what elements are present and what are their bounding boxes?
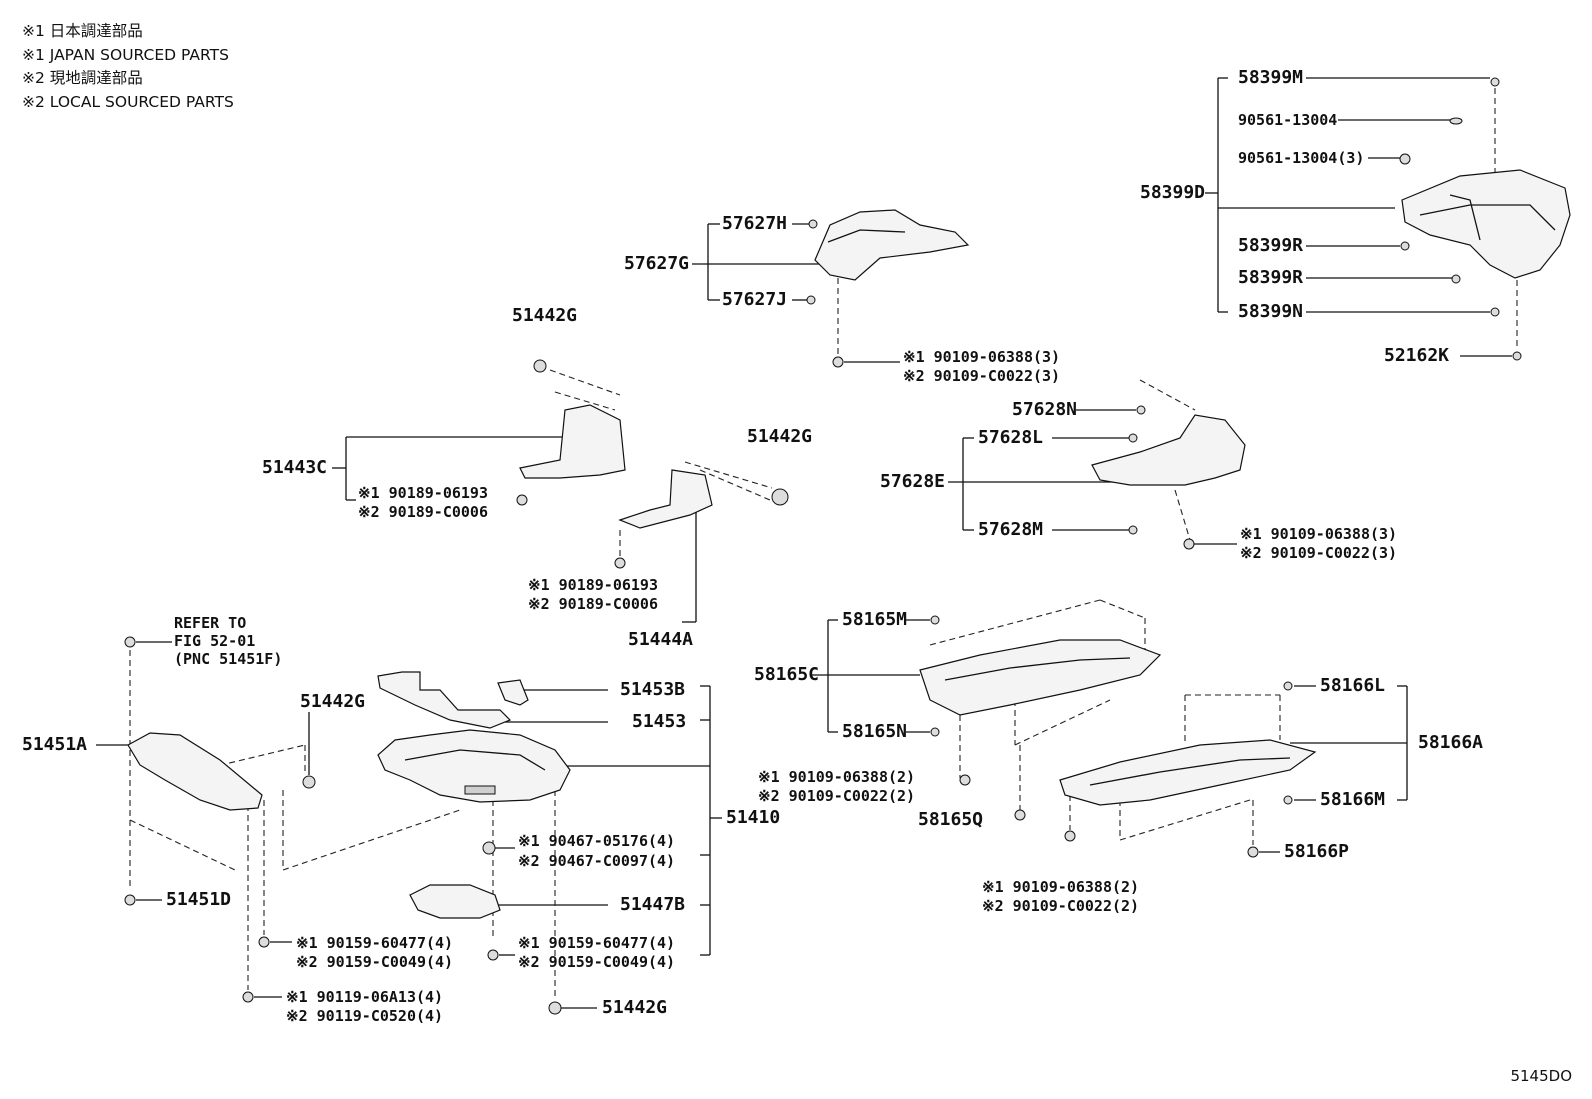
panel-51453-shape <box>377 671 512 729</box>
label-57628-bolt-local: ※2 90109-C0022(3) <box>1240 544 1398 562</box>
label-58166a: 58166A <box>1418 732 1484 753</box>
label-57627j: 57627J <box>722 289 788 310</box>
label-51442g-b: 51442G <box>747 426 813 447</box>
label-refer-fig: FIG 52-01 <box>174 632 256 650</box>
group-51443c <box>332 359 626 506</box>
group-58399 <box>1205 77 1571 361</box>
label-58399d: 58399D <box>1140 182 1206 203</box>
cover-51443c-shape <box>519 404 626 479</box>
legend: ※1 日本調達部品 ※1 JAPAN SOURCED PARTS ※2 現地調達… <box>22 20 234 114</box>
label-90119-jp: ※1 90119-06A13(4) <box>286 988 444 1006</box>
label-58399r-a: 58399R <box>1238 235 1304 256</box>
label-51410: 51410 <box>726 807 781 828</box>
label-57627g: 57627G <box>624 253 690 274</box>
label-refer-pnc: (PNC 51451F) <box>174 650 283 668</box>
group-51410 <box>377 671 722 1015</box>
cover-51444a-shape <box>618 469 713 529</box>
label-refer-to: REFER TO <box>174 614 247 632</box>
panel-51453b-shape <box>497 679 529 706</box>
legend-local-jp: ※2 現地調達部品 <box>22 69 143 87</box>
label-90159-left-local: ※2 90159-C0049(4) <box>296 953 454 971</box>
group-58166a <box>1059 681 1408 858</box>
label-57628n: 57628N <box>1012 399 1078 420</box>
label-90159-right-local: ※2 90159-C0049(4) <box>518 953 676 971</box>
label-51442g-c: 51442G <box>300 691 366 712</box>
label-51444-clip-jp: ※1 90189-06193 <box>528 576 658 594</box>
label-52162k: 52162K <box>1384 345 1450 366</box>
undercover-58399d-shape <box>1401 169 1571 279</box>
label-90159-left-jp: ※1 90159-60477(4) <box>296 934 454 952</box>
label-51444a: 51444A <box>628 629 694 650</box>
label-51453b: 51453B <box>620 679 686 700</box>
group-57627 <box>692 209 970 368</box>
label-58399n: 58399N <box>1238 301 1304 322</box>
cover-57628e-shape <box>1091 414 1246 486</box>
label-51443c-clip-jp: ※1 90189-06193 <box>358 484 488 502</box>
label-90159-right-jp: ※1 90159-60477(4) <box>518 934 676 952</box>
label-51451d: 51451D <box>166 889 232 910</box>
label-58165q: 58165Q <box>918 809 984 830</box>
label-57628l: 57628L <box>978 427 1044 448</box>
label-58166p: 58166P <box>1284 841 1350 862</box>
label-51443c-clip-local: ※2 90189-C0006 <box>358 503 488 521</box>
label-58166-bolt-jp: ※1 90109-06388(2) <box>982 878 1140 896</box>
label-58166m: 58166M <box>1320 789 1386 810</box>
label-51453: 51453 <box>632 711 687 732</box>
group-57628 <box>948 379 1246 550</box>
label-51443c: 51443C <box>262 457 328 478</box>
label-90561-13004-3: 90561-13004(3) <box>1238 149 1365 167</box>
label-90467-local: ※2 90467-C0097(4) <box>518 852 676 870</box>
undercover-51410-shape <box>377 729 571 803</box>
label-57628e: 57628E <box>880 471 946 492</box>
cover-51451a-shape <box>127 732 263 811</box>
label-58165n: 58165N <box>842 721 908 742</box>
label-57627h: 57627H <box>722 213 788 234</box>
label-51447b: 51447B <box>620 894 686 915</box>
panel-51447b-shape <box>409 884 501 919</box>
label-58399r-b: 58399R <box>1238 267 1304 288</box>
label-58166l: 58166L <box>1320 675 1386 696</box>
label-51442g-d: 51442G <box>602 997 668 1018</box>
label-58166-bolt-local: ※2 90109-C0022(2) <box>982 897 1140 915</box>
label-58165-bolt-jp: ※1 90109-06388(2) <box>758 768 916 786</box>
label-58165c: 58165C <box>754 664 820 685</box>
label-90119-local: ※2 90119-C0520(4) <box>286 1007 444 1025</box>
label-58165m: 58165M <box>842 609 908 630</box>
legend-japan-en: ※1 JAPAN SOURCED PARTS <box>22 45 229 64</box>
label-51451a: 51451A <box>22 734 88 755</box>
label-51442g-a: 51442G <box>512 305 578 326</box>
label-51444-clip-local: ※2 90189-C0006 <box>528 595 658 613</box>
undercover-58166a-shape <box>1059 739 1317 806</box>
legend-japan-jp: ※1 日本調達部品 <box>22 22 143 40</box>
label-90467-jp: ※1 90467-05176(4) <box>518 832 676 850</box>
label-57627-bolt-local: ※2 90109-C0022(3) <box>903 367 1061 385</box>
label-90561-13004: 90561-13004 <box>1238 111 1338 129</box>
label-58165-bolt-local: ※2 90109-C0022(2) <box>758 787 916 805</box>
label-57628-bolt-jp: ※1 90109-06388(3) <box>1240 525 1398 543</box>
group-51451a <box>96 636 461 1003</box>
drawing-id: 5145DO <box>1510 1067 1572 1085</box>
legend-local-en: ※2 LOCAL SOURCED PARTS <box>22 92 234 111</box>
cover-57627g-shape <box>814 209 970 281</box>
group-58165c <box>812 599 1162 821</box>
label-57627-bolt-jp: ※1 90109-06388(3) <box>903 348 1061 366</box>
group-51444a <box>614 461 789 623</box>
label-58399m: 58399M <box>1238 67 1304 88</box>
label-57628m: 57628M <box>978 519 1044 540</box>
